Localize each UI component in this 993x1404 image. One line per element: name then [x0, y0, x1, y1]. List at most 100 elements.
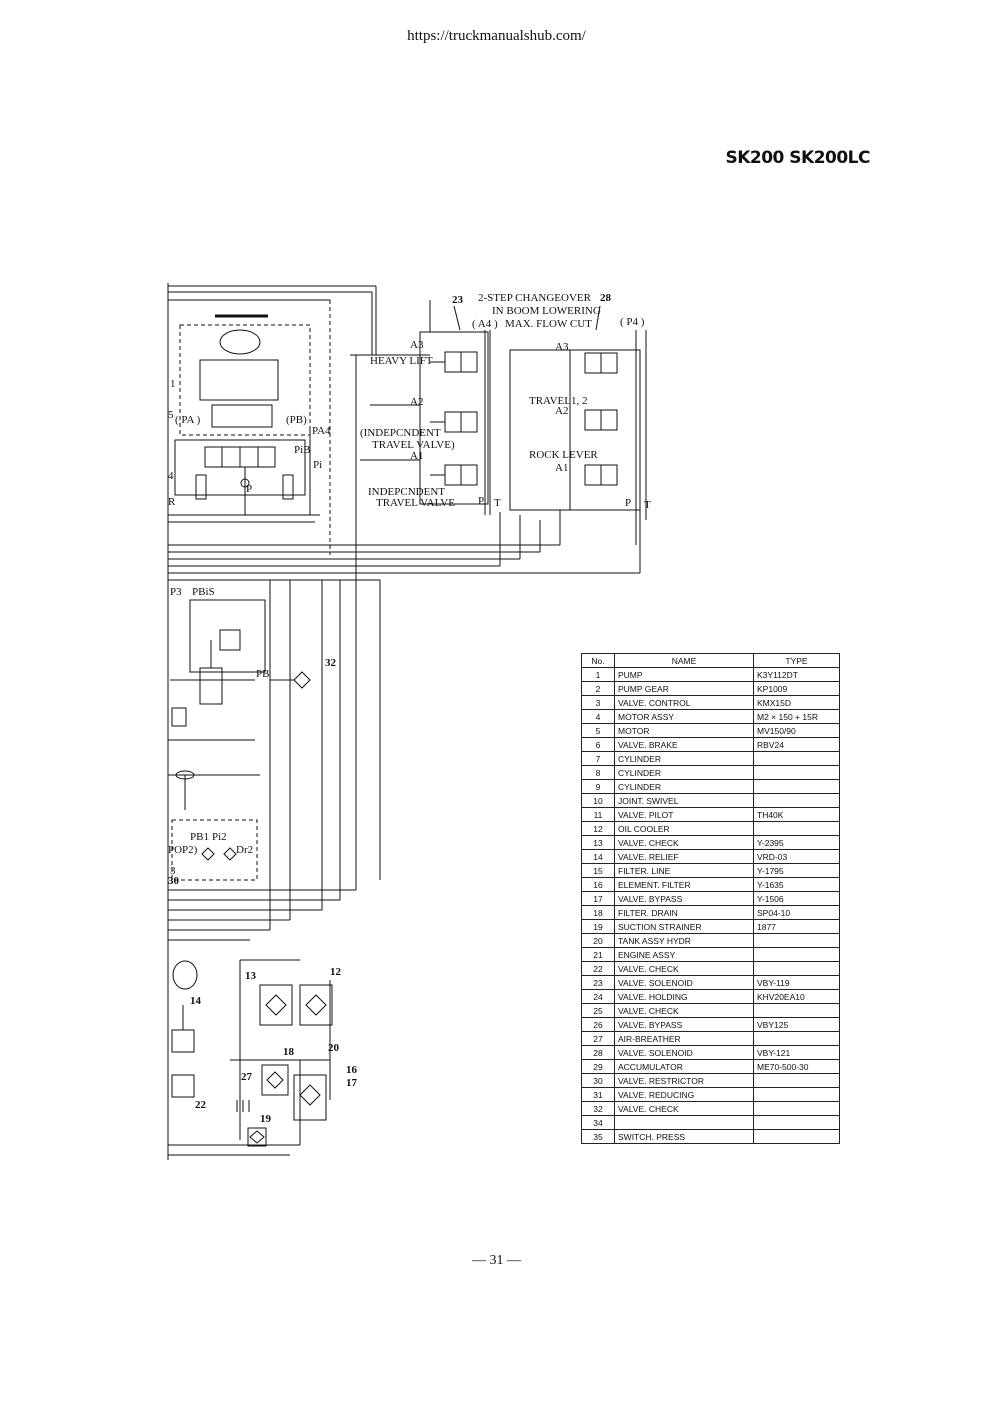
label-travel-1: TRAVEL VALVE) [372, 439, 455, 451]
part-number: 31 [581, 1087, 615, 1102]
label-boom-lowering: IN BOOM LOWERING [492, 305, 601, 317]
label-edge-4: 4 [168, 470, 174, 482]
part-name: ENGINE ASSY [614, 947, 754, 962]
part-number: 34 [581, 1115, 615, 1130]
part-name: PUMP GEAR [614, 681, 754, 696]
part-type: VBY-121 [753, 1045, 840, 1060]
part-name: VALVE. CHECK [614, 835, 754, 850]
part-type: K3Y112DT [753, 667, 840, 682]
part-number: 16 [581, 877, 615, 892]
part-number: 29 [581, 1059, 615, 1074]
part-type [753, 1115, 840, 1130]
table-row: 34 [581, 1115, 840, 1130]
part-type: 1877 [753, 919, 840, 934]
part-number: 19 [581, 919, 615, 934]
part-type: Y-1506 [753, 891, 840, 906]
label-t-right: T [644, 499, 651, 511]
label-pb-paren: (PB) [286, 414, 307, 426]
callout-17: 17 [346, 1077, 358, 1089]
part-number: 13 [581, 835, 615, 850]
col-header-type: TYPE [753, 653, 840, 668]
part-type [753, 961, 840, 976]
part-name: SUCTION STRAINER [614, 919, 754, 934]
part-number: 23 [581, 975, 615, 990]
callout-18: 18 [283, 1046, 295, 1058]
part-number: 21 [581, 947, 615, 962]
part-number: 35 [581, 1129, 615, 1144]
part-number: 28 [581, 1045, 615, 1060]
part-type: MV150/90 [753, 723, 840, 738]
label-pb1: PB1 [190, 831, 209, 843]
part-name: VALVE. SOLENOID [614, 1045, 754, 1060]
callout-20: 20 [328, 1042, 340, 1054]
part-type: KMX15D [753, 695, 840, 710]
part-type [753, 1031, 840, 1046]
part-type [753, 1003, 840, 1018]
part-type [753, 1129, 840, 1144]
part-type [753, 933, 840, 948]
part-type: RBV24 [753, 737, 840, 752]
part-name: VALVE. RESTRICTOR [614, 1073, 754, 1088]
part-number: 30 [581, 1073, 615, 1088]
part-type: KP1009 [753, 681, 840, 696]
callout-30: 30 [168, 875, 180, 887]
part-number: 32 [581, 1101, 615, 1116]
part-name: CYLINDER [614, 779, 754, 794]
part-name: VALVE. CHECK [614, 961, 754, 976]
part-number: 4 [581, 709, 615, 724]
part-number: 18 [581, 905, 615, 920]
part-name: AIR-BREATHER [614, 1031, 754, 1046]
tank-return-circuit [171, 960, 333, 1147]
part-name: VALVE. SOLENOID [614, 975, 754, 990]
label-p3: P3 [170, 586, 182, 598]
callout-12: 12 [330, 966, 342, 978]
part-name: FILTER. LINE [614, 863, 754, 878]
part-name [614, 1115, 754, 1130]
source-url[interactable]: https://truckmanualshub.com/ [407, 28, 586, 44]
part-type [753, 947, 840, 962]
part-number: 24 [581, 989, 615, 1004]
part-name: CYLINDER [614, 751, 754, 766]
part-name: SWITCH. PRESS [614, 1129, 754, 1144]
model-title: SK200 SK200LC [725, 148, 870, 168]
solenoid-valve-bank-23 [360, 300, 491, 515]
part-name: VALVE. PILOT [614, 807, 754, 822]
part-type [753, 1087, 840, 1102]
part-name: MOTOR ASSY [614, 709, 754, 724]
callout-22: 22 [195, 1099, 207, 1111]
col-header-no: No. [581, 653, 615, 668]
label-a1b: A1 [555, 462, 568, 474]
label-edge-5: 5 [168, 409, 174, 421]
solenoid-valve-bank-28 [509, 305, 647, 545]
label-pb-mid: PB [256, 668, 269, 680]
part-number: 20 [581, 933, 615, 948]
part-number: 22 [581, 961, 615, 976]
callout-28: 28 [600, 292, 612, 304]
part-type [753, 821, 840, 836]
part-name: VALVE. CHECK [614, 1101, 754, 1116]
part-number: 8 [581, 765, 615, 780]
part-name: JOINT. SWIVEL [614, 793, 754, 808]
part-name: VALVE. CONTROL [614, 695, 754, 710]
label-p: P [478, 495, 484, 507]
part-type [753, 793, 840, 808]
part-name: VALVE. CHECK [614, 1003, 754, 1018]
part-number: 10 [581, 793, 615, 808]
part-name: PUMP [614, 667, 754, 682]
label-a2: A2 [410, 396, 423, 408]
callout-27: 27 [241, 1071, 253, 1083]
label-rock-lever: ROCK LEVER [529, 449, 598, 461]
callout-numbers: 23 28 32 30 3 13 12 14 18 20 16 17 27 19… [168, 292, 612, 1125]
